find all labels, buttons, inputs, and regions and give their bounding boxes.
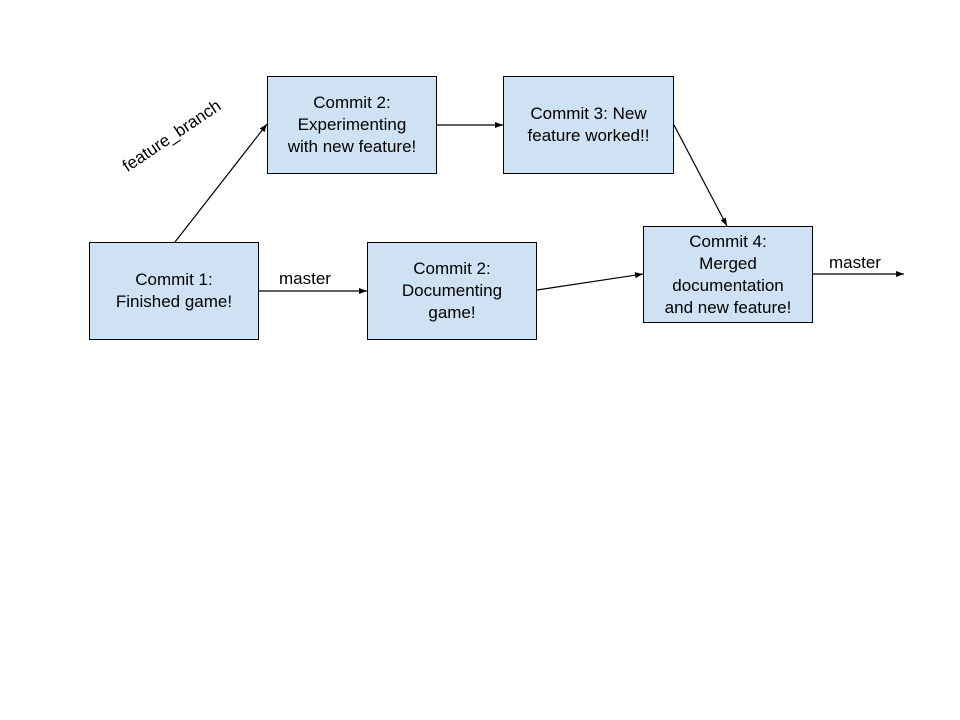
commit-3-node: Commit 3: New feature worked!! — [503, 76, 674, 174]
edge-commit3-to-commit4 — [673, 124, 728, 227]
commit-2-feature-node: Commit 2: Experimenting with new feature… — [267, 76, 437, 174]
commit-2-master-node: Commit 2: Documenting game! — [367, 242, 537, 340]
commit-1-node: Commit 1: Finished game! — [89, 242, 259, 340]
edge-commit1-to-commit2-feature — [174, 123, 268, 243]
commit-4-node: Commit 4: Merged documentation and new f… — [643, 226, 813, 323]
edge-label-master: master — [279, 269, 331, 288]
edge-label-master-outgoing: master — [829, 253, 881, 272]
edge-commit2-master-to-commit4 — [536, 272, 644, 291]
